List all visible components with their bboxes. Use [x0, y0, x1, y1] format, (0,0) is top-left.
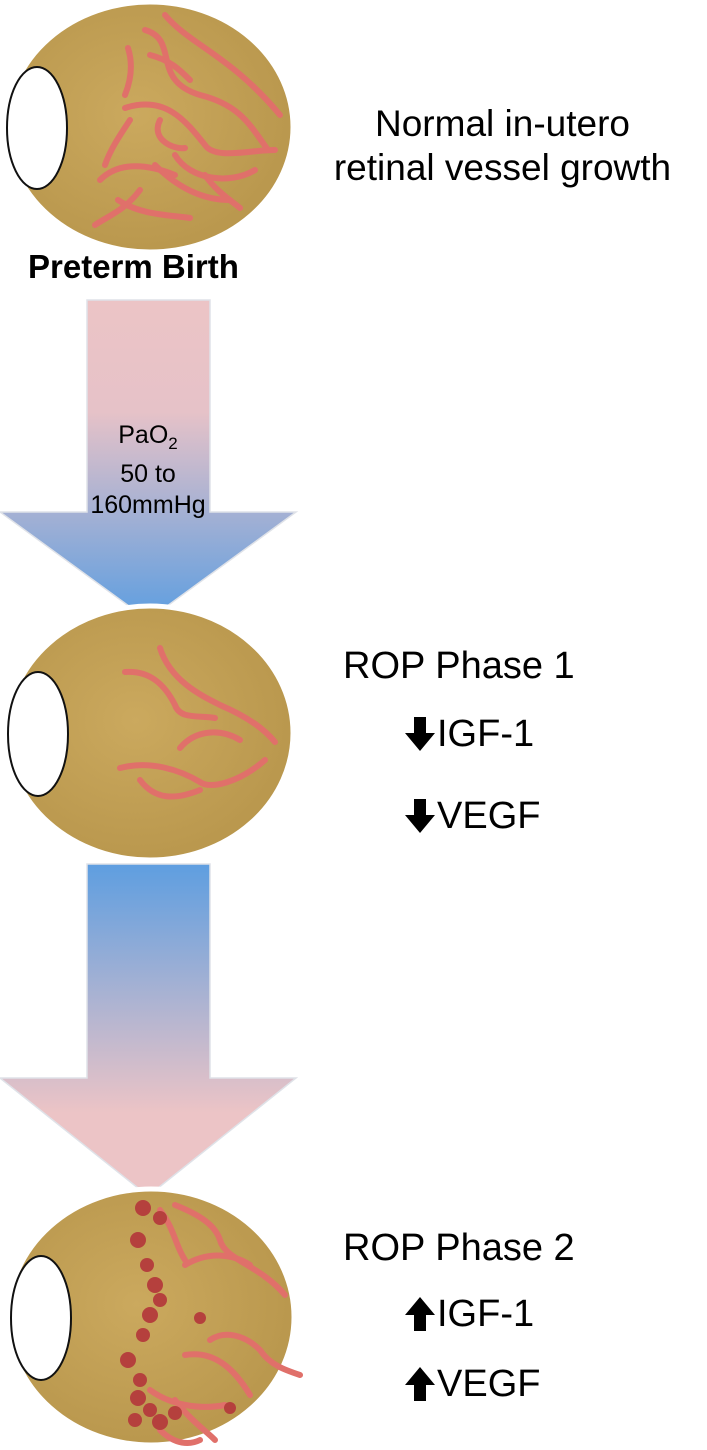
phase1-vegf-marker: VEGF — [405, 794, 540, 838]
phase2-igf1-label: IGF-1 — [437, 1293, 535, 1335]
rop-phase2-title: ROP Phase 2 — [343, 1227, 575, 1269]
pao2-subscript: 2 — [168, 434, 178, 453]
phase1-igf1-marker: IGF-1 — [405, 712, 534, 756]
oxygen-arrow — [0, 299, 299, 621]
eye-phase2-retina-icon — [5, 1186, 303, 1448]
phase2-igf1-marker: IGF-1 — [405, 1292, 534, 1336]
transition-arrow — [0, 863, 299, 1197]
normal-growth-description: Normal in-utero retinal vessel growth — [300, 102, 705, 190]
eye-phase1-retina-icon — [4, 603, 296, 863]
normal-growth-line2: retinal vessel growth — [333, 147, 672, 188]
phase1-igf1-label: IGF-1 — [437, 713, 535, 755]
eye-normal-retina-icon — [4, 0, 296, 255]
preterm-birth-label: Preterm Birth — [28, 248, 239, 285]
up-arrow-icon — [405, 1297, 435, 1331]
oxygen-arrow-label: PaO2 50 to 160mmHg — [85, 420, 211, 521]
phase2-vegf-label: VEGF — [437, 1363, 541, 1405]
normal-growth-line1: Normal in-utero — [375, 103, 630, 144]
up-arrow-icon — [405, 1367, 435, 1401]
pao2-label: PaO — [118, 421, 169, 449]
rop-phase1-title: ROP Phase 1 — [343, 645, 575, 687]
phase2-vegf-marker: VEGF — [405, 1362, 540, 1406]
down-arrow-icon — [405, 717, 435, 751]
pao2-range-line1: 50 to — [120, 460, 176, 488]
pao2-range-line2: 160mmHg — [90, 491, 206, 519]
down-arrow-icon — [405, 799, 435, 833]
phase1-vegf-label: VEGF — [437, 795, 541, 837]
